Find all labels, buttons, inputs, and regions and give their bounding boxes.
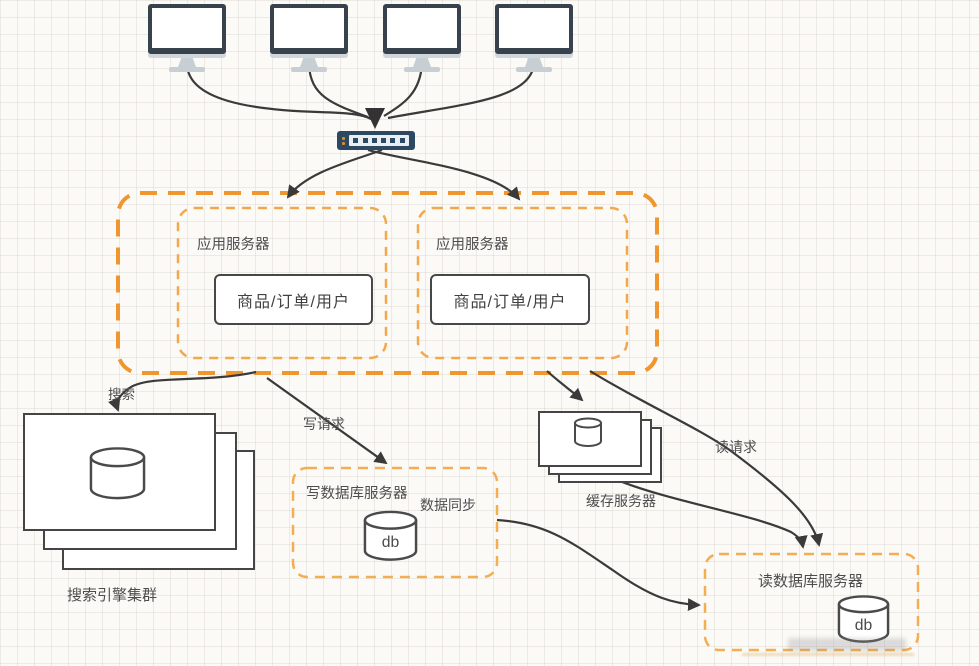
write-db-label: db bbox=[382, 534, 400, 551]
data-sync-arrow bbox=[496, 518, 701, 612]
app-cluster-outline bbox=[116, 191, 659, 375]
app-server-1-module: 商品/订单/用户 bbox=[214, 274, 373, 325]
read-request-label: 读请求 bbox=[715, 439, 757, 455]
monitor-icon bbox=[148, 4, 226, 54]
cache-to-readdb-arrow bbox=[616, 478, 808, 549]
monitor-icon bbox=[270, 4, 348, 54]
app-server-2-module: 商品/订单/用户 bbox=[430, 274, 590, 325]
cache-arrow bbox=[546, 370, 584, 402]
client-monitor-2 bbox=[270, 4, 348, 72]
app-server-2-title: 应用服务器 bbox=[436, 237, 509, 253]
switch-to-app2-arrow bbox=[367, 148, 521, 201]
db-cylinder-icon: db bbox=[362, 510, 419, 569]
search-arrow bbox=[108, 370, 257, 412]
db-cylinder-icon bbox=[88, 446, 147, 507]
read-db-title: 读数据库服务器 bbox=[758, 573, 864, 590]
read-request-arrow bbox=[589, 370, 824, 547]
watermark-underline bbox=[742, 653, 914, 656]
switch-arrowhead bbox=[365, 108, 385, 129]
client-monitor-4 bbox=[495, 4, 573, 72]
write-db-title: 写数据库服务器 bbox=[306, 486, 408, 502]
switch-led-icon bbox=[342, 136, 345, 145]
data-sync-label: 数据同步 bbox=[420, 497, 476, 513]
app-server-1-outline bbox=[176, 206, 388, 360]
read-db-label: db bbox=[855, 617, 873, 634]
write-db-outline bbox=[291, 466, 499, 579]
client-monitor-1 bbox=[148, 4, 226, 72]
client-monitor-3 bbox=[383, 4, 461, 72]
client-cables bbox=[185, 63, 536, 120]
app-server-2-outline bbox=[416, 206, 629, 360]
switch-ports-icon bbox=[349, 135, 409, 146]
search-cluster-caption: 搜索引擎集群 bbox=[67, 587, 158, 604]
cache-cluster-caption: 缓存服务器 bbox=[586, 493, 656, 509]
read-db-outline bbox=[703, 552, 920, 652]
watermark bbox=[788, 638, 906, 651]
db-cylinder-icon: db bbox=[836, 594, 891, 651]
search-flow-label: 搜索 bbox=[108, 387, 135, 402]
write-request-arrow bbox=[266, 377, 388, 465]
app-server-1-title: 应用服务器 bbox=[197, 237, 270, 253]
network-switch bbox=[337, 131, 415, 150]
switch-to-app1-arrow bbox=[286, 148, 383, 199]
monitor-icon bbox=[383, 4, 461, 54]
monitor-icon bbox=[495, 4, 573, 54]
write-request-label: 写请求 bbox=[303, 416, 345, 432]
db-cylinder-icon bbox=[573, 417, 603, 453]
